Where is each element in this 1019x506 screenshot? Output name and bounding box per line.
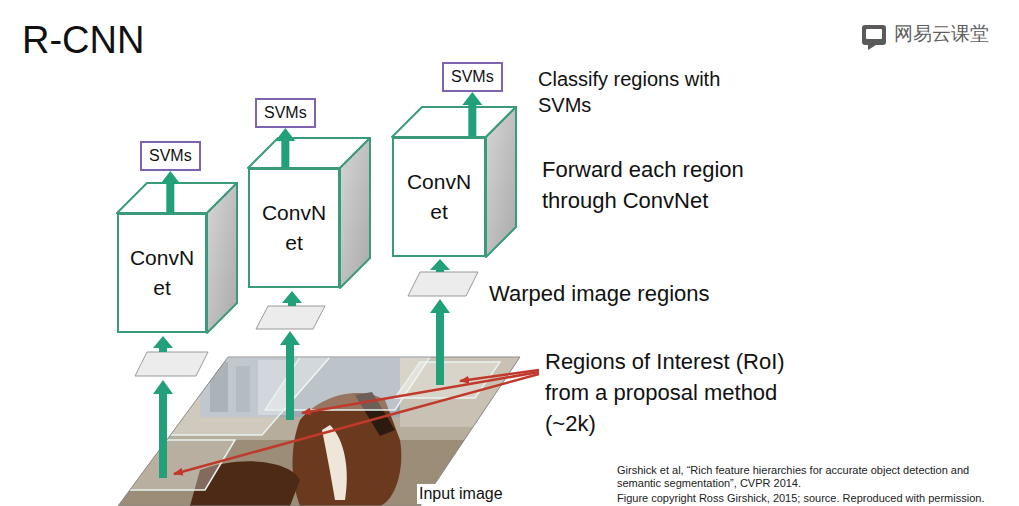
convnet-box: ConvN et (117, 213, 207, 333)
citation: Girshick et al, “Rich feature hierarchie… (617, 464, 1012, 490)
input-image (110, 350, 530, 506)
image-caption: Input image (417, 484, 505, 504)
flow-arrow (462, 92, 482, 137)
flow-arrow (275, 128, 295, 168)
flow-arrow (160, 171, 180, 213)
convnet-box: ConvN et (248, 168, 340, 288)
node-text: SVMs (264, 103, 307, 123)
classifier-box: SVMs (255, 98, 316, 128)
citation: Figure copyright Ross Girshick, 2015; so… (617, 492, 1012, 505)
node-text: ConvN et (404, 167, 474, 227)
watermark: 网易云课堂 (894, 22, 1014, 46)
classifier-box: SVMs (442, 62, 503, 92)
annotation: Classify regions with SVMs (538, 66, 753, 118)
annotation: Forward each region through ConvNet (542, 154, 772, 216)
node-text: SVMs (451, 67, 494, 87)
slide-title: R-CNN (22, 18, 144, 62)
leader-arrow (174, 370, 539, 474)
node-text: ConvN et (127, 243, 197, 303)
annotation: Regions of Interest (RoI) from a proposa… (545, 346, 785, 439)
classifier-box: SVMs (140, 141, 201, 171)
node-text: SVMs (149, 146, 192, 166)
node-text: ConvN et (259, 198, 329, 258)
convnet-box: ConvN et (392, 137, 486, 257)
convnet-cube (117, 107, 516, 333)
annotation: Warped image regions (489, 280, 789, 308)
logo-icon (862, 25, 886, 50)
